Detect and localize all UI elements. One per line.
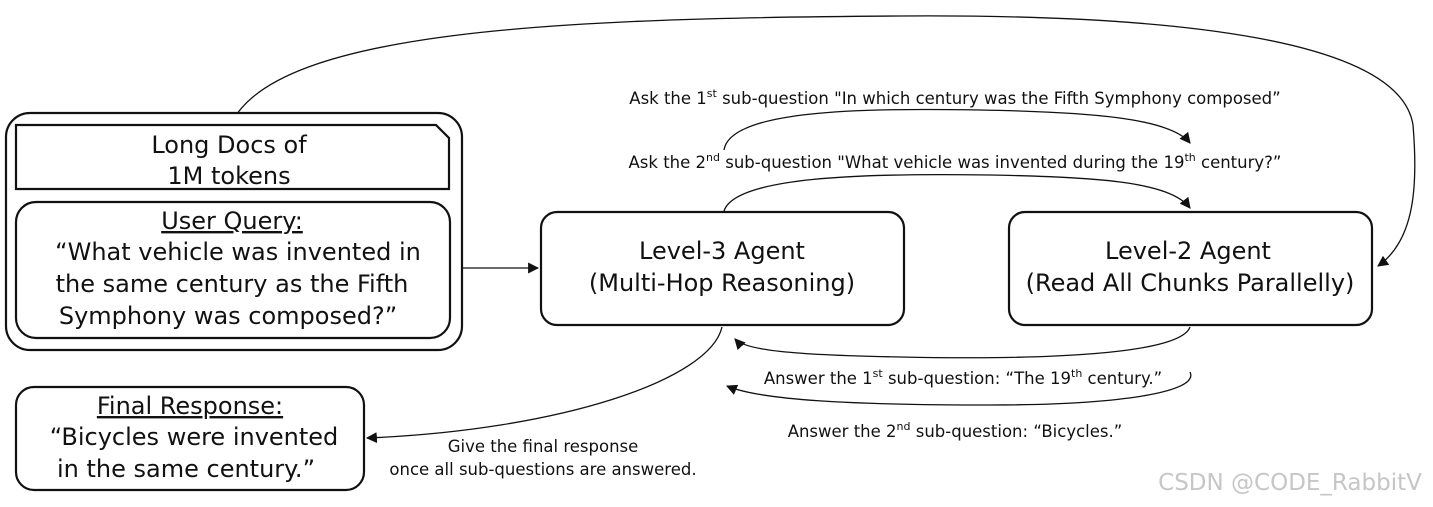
- level2-agent-node: [1007, 210, 1374, 327]
- long-docs-line2: 1M tokens: [167, 162, 290, 190]
- edge-answer1: [734, 326, 1191, 359]
- level3-agent-node: [539, 210, 906, 327]
- label-final-line2: once all sub-questions are answered.: [389, 460, 696, 479]
- edge-docs-to-level2: [231, 15, 1416, 267]
- ask2-prefix: Ask the 2: [629, 153, 707, 172]
- answer1-mid: sub-question: “The 19: [883, 369, 1071, 388]
- label-ask-first-subquestion: Ask the 1st sub-question "In which centu…: [629, 87, 1280, 108]
- level2-agent-subtitle: (Read All Chunks Parallelly): [1026, 269, 1355, 297]
- level3-agent-title: Level-3 Agent: [639, 237, 805, 265]
- answer2-prefix: Answer the 2: [788, 422, 897, 441]
- ask2-rest2: century?”: [1196, 153, 1282, 172]
- ask2-rest1: sub-question "What vehicle was invented …: [720, 153, 1184, 172]
- long-docs-node: [14, 123, 451, 191]
- level2-agent-title: Level-2 Agent: [1105, 237, 1271, 265]
- level3-agent-subtitle: (Multi-Hop Reasoning): [589, 269, 855, 297]
- label-ask-second-subquestion: Ask the 2nd sub-question "What vehicle w…: [629, 151, 1282, 172]
- ask1-prefix: Ask the 1: [629, 89, 707, 108]
- answer1-rest: century.”: [1082, 369, 1162, 388]
- ask2-sup2: th: [1184, 151, 1195, 164]
- long-docs-line1: Long Docs of: [151, 131, 307, 159]
- edge-ask2: [723, 173, 1191, 212]
- answer2-sup: nd: [897, 420, 911, 433]
- final-response-line2: in the same century.”: [57, 455, 315, 483]
- answer1-sup: st: [873, 367, 884, 380]
- ask1-rest: sub-question "In which century was the F…: [717, 89, 1281, 108]
- answer2-rest: sub-question: “Bicycles.”: [911, 422, 1123, 441]
- final-response-node: [14, 385, 366, 492]
- answer1-sup2: th: [1071, 367, 1082, 380]
- ask1-sup: st: [707, 87, 718, 100]
- label-final-line1: Give the final response: [448, 437, 639, 456]
- label-answer-first-subquestion: Answer the 1st sub-question: “The 19th c…: [764, 367, 1162, 388]
- answer1-prefix: Answer the 1: [764, 369, 873, 388]
- edge-answer2: [725, 371, 1192, 406]
- user-query-line1: “What vehicle was invented in: [55, 238, 421, 266]
- user-query-node: [14, 200, 452, 340]
- user-query-heading: User Query:: [161, 207, 303, 235]
- user-query-line2: the same century as the Fifth: [56, 270, 409, 298]
- final-response-heading: Final Response:: [97, 392, 283, 420]
- final-response-line1: “Bicycles were invented: [50, 423, 339, 451]
- label-answer-second-subquestion: Answer the 2nd sub-question: “Bicycles.”: [788, 420, 1123, 441]
- user-query-line3: Symphony was composed?”: [59, 302, 397, 330]
- edge-final-response: [365, 326, 723, 444]
- edge-ask1: [723, 108, 1191, 151]
- ask2-sup: nd: [706, 151, 720, 164]
- watermark: CSDN @CODE_RabbitV: [1158, 470, 1422, 496]
